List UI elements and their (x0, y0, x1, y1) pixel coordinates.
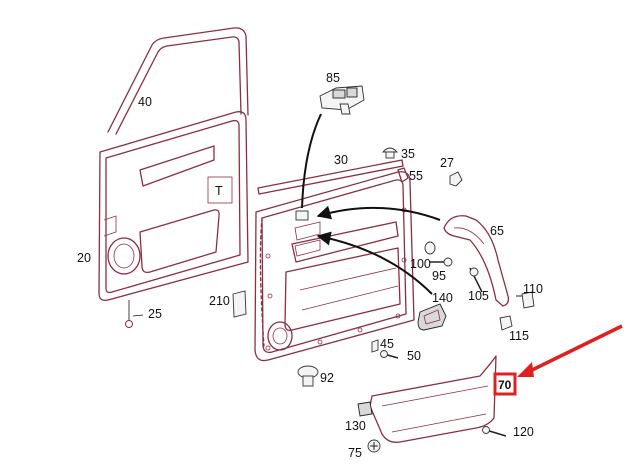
clip-45 (371, 339, 379, 353)
callout-27: 27 (440, 156, 454, 170)
callout-210: 210 (209, 294, 230, 308)
callout-25: 25 (148, 307, 162, 321)
callout-65: 65 (490, 224, 504, 238)
push-clip-92 (297, 365, 319, 387)
trim-strip-30 (257, 159, 404, 195)
screw-105 (469, 267, 483, 293)
callout-T: T (215, 184, 223, 198)
highlight-box (493, 372, 517, 396)
callout-92: 92 (320, 371, 334, 385)
screw-95 (430, 257, 453, 267)
plug-35 (382, 147, 398, 159)
callout-100: 100 (410, 257, 431, 271)
retainer-55 (397, 167, 409, 183)
callout-50: 50 (407, 349, 421, 363)
grab-handle-65 (443, 215, 510, 307)
door-handle-140 (417, 303, 447, 331)
cap-27 (449, 171, 463, 187)
grommet-100 (424, 241, 436, 255)
clip-115 (499, 315, 513, 331)
clip-25 (125, 300, 144, 328)
callout-20: 20 (77, 251, 91, 265)
callout-40: 40 (138, 95, 152, 109)
leader-85 (301, 113, 322, 209)
callout-85: 85 (326, 71, 340, 85)
screw-50 (380, 350, 399, 359)
callout-110: 110 (523, 282, 543, 296)
bracket-110 (516, 291, 535, 309)
callout-115: 115 (509, 329, 529, 343)
clip-130 (357, 401, 373, 417)
door-trim-panel-outer (98, 111, 249, 301)
switch-unit-85 (319, 85, 365, 115)
callout-120: 120 (513, 425, 534, 439)
callout-45: 45 (380, 337, 394, 351)
screw-75 (367, 439, 381, 453)
callout-140: 140 (432, 291, 453, 305)
highlight-arrow (527, 324, 623, 374)
callout-35: 35 (401, 147, 415, 161)
door-trim-panel-inner (254, 171, 415, 362)
callout-105: 105 (468, 289, 489, 303)
arrow-140 (316, 231, 433, 295)
callout-75: 75 (348, 446, 362, 460)
highlight-arrowhead (517, 362, 534, 377)
screw-120 (482, 426, 507, 437)
callout-70: 70 (498, 378, 512, 392)
callout-30: 30 (334, 153, 348, 167)
callout-95: 95 (432, 269, 446, 283)
door-pocket-70 (369, 355, 497, 443)
callout-55: 55 (409, 169, 423, 183)
arrow-65 (316, 205, 441, 221)
callout-130: 130 (345, 419, 366, 433)
pad-210 (232, 290, 247, 318)
window-frame-seal (107, 27, 249, 135)
